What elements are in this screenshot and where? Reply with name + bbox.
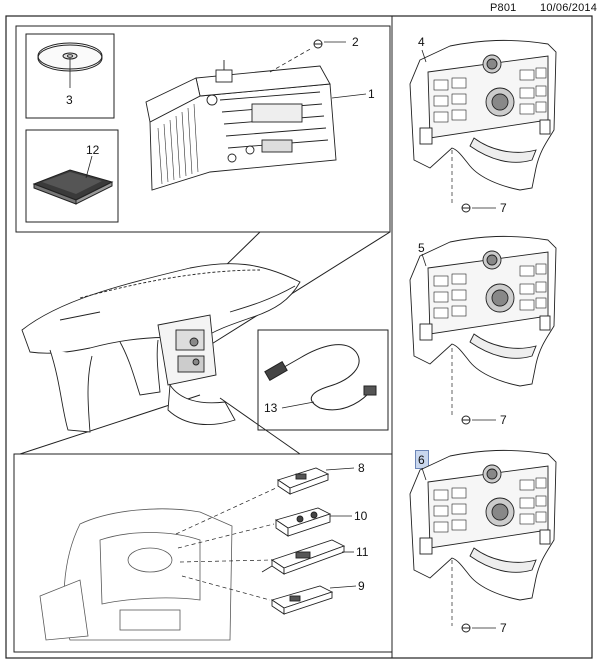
callout-9[interactable]: 9 bbox=[358, 579, 365, 593]
page-code: P801 bbox=[490, 2, 517, 14]
callout-7c[interactable]: 7 bbox=[500, 621, 507, 635]
assembly-guide-lines bbox=[175, 487, 277, 601]
callout-13[interactable]: 13 bbox=[264, 401, 278, 415]
screw-illustration bbox=[461, 623, 471, 633]
screw-illustration bbox=[461, 415, 471, 425]
dashboard-illustration bbox=[21, 263, 301, 433]
callout-8[interactable]: 8 bbox=[358, 461, 365, 475]
callout-3[interactable]: 3 bbox=[66, 93, 73, 107]
card-box bbox=[25, 129, 119, 223]
usb-group-box bbox=[13, 453, 393, 653]
callout-10[interactable]: 10 bbox=[354, 509, 368, 523]
control-panel-illustration-4 bbox=[409, 39, 557, 191]
sd-card-illustration bbox=[32, 169, 114, 205]
screw-illustration bbox=[313, 39, 323, 49]
callout-5[interactable]: 5 bbox=[418, 241, 425, 255]
callout-12[interactable]: 12 bbox=[86, 143, 100, 157]
control-panel-illustration-6 bbox=[409, 449, 557, 601]
control-panel-illustration-5 bbox=[409, 235, 557, 387]
usb-cable-illustration bbox=[264, 344, 377, 411]
console-housing-illustration bbox=[39, 508, 233, 641]
radio-group-box bbox=[15, 25, 391, 233]
cable-box bbox=[257, 329, 389, 431]
callout-11[interactable]: 11 bbox=[356, 545, 369, 559]
leader-line bbox=[219, 397, 301, 455]
callout-7a[interactable]: 7 bbox=[500, 201, 507, 215]
radio-unit-illustration bbox=[145, 60, 337, 191]
callout-4[interactable]: 4 bbox=[418, 35, 425, 49]
usb-socket-11 bbox=[261, 539, 346, 575]
callout-6[interactable]: 6 bbox=[418, 453, 425, 467]
page-date: 10/06/2014 bbox=[540, 2, 598, 14]
callout-7b[interactable]: 7 bbox=[500, 413, 507, 427]
usb-socket-9 bbox=[270, 585, 334, 615]
screw-illustration bbox=[461, 203, 471, 213]
usb-socket-8 bbox=[276, 467, 330, 495]
leader-line bbox=[209, 231, 391, 346]
callout-1[interactable]: 1 bbox=[368, 87, 375, 101]
outer-frame bbox=[5, 15, 593, 659]
aux-socket-10 bbox=[274, 507, 332, 537]
disc-box bbox=[25, 33, 115, 119]
callout-2[interactable]: 2 bbox=[352, 35, 359, 49]
